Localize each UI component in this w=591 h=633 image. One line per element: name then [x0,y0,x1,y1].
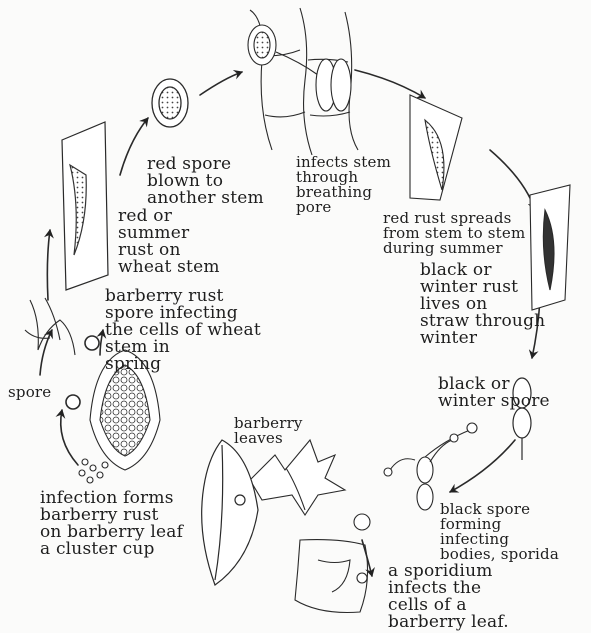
label-red-summer-rust: red or summer rust on wheat stem [118,208,220,276]
arrow-spread-to-straw [490,150,535,210]
label-black-winter-rust: black or winter rust lives on straw thro… [420,262,545,347]
arrow-stem-to-spore [120,118,148,175]
label-infects-stem: infects stem through breathing pore [296,155,391,215]
wheat-stem-red-rust [62,122,108,290]
arrow-winterspore-to-sporida [450,440,515,492]
red-rust-spread-drawing [410,95,462,200]
label-red-rust-spreads: red rust spreads from stem to stem durin… [383,211,525,256]
red-spore-drawing [152,79,188,127]
arrow-cell-to-barberry-spore [100,330,103,355]
label-spore: spore [8,385,51,400]
sporidium-cell-drawing [295,514,370,613]
arrow-spore-to-pore [200,72,242,95]
label-barberry-leaves: barberry leaves [234,416,303,446]
arrow-cup-to-spore [61,410,78,465]
label-sporidium: a sporidium infects the cells of a barbe… [388,563,509,631]
breathing-pore-cells [248,8,358,155]
label-infection-forms: infection forms barberry rust on barberr… [40,490,183,558]
label-red-spore: red spore blown to another stem [147,156,264,207]
arrow-spore-to-stem [40,330,52,375]
label-black-spore-forming: black spore forming infecting bodies, sp… [440,502,559,562]
sporida-bodies-drawing [384,423,477,510]
arrow-up-to-wheat [47,230,50,300]
barberry-leaves-drawing [250,440,345,515]
label-black-winter-spore: black or winter spore [438,376,550,410]
label-barberry-rust-spore: barberry rust spore infecting the cells … [105,288,261,373]
barberry-leaf-infected-drawing [202,440,258,585]
arrow-pore-to-spread [355,70,425,98]
